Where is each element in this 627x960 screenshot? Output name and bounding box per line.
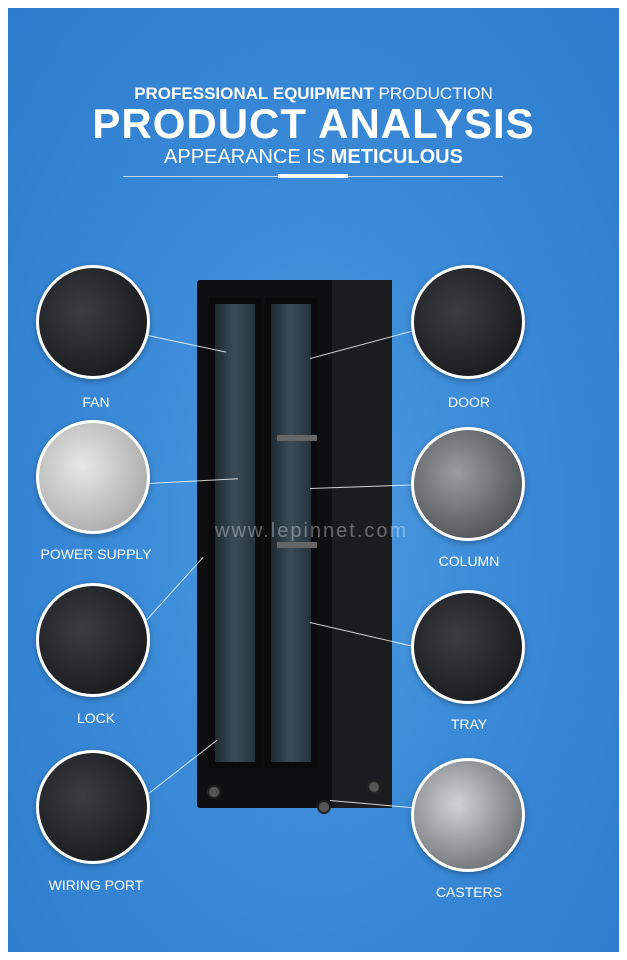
label-tray: TRAY bbox=[450, 716, 488, 732]
label-fan: FAN bbox=[82, 394, 110, 410]
cabinet-image bbox=[197, 280, 392, 814]
divider-accent bbox=[278, 174, 348, 178]
power-supply-detail-image bbox=[36, 420, 150, 534]
subtitle: PROFESSIONAL EQUIPMENT PRODUCTION bbox=[134, 84, 493, 103]
wiring-port-detail-image bbox=[36, 750, 150, 864]
watermark: www.lepinnet.com bbox=[215, 520, 409, 542]
door-detail-image bbox=[411, 265, 525, 379]
label-wiring-port: WIRING PORT bbox=[48, 877, 144, 893]
label-power-supply: POWER SUPPLY bbox=[40, 546, 152, 562]
page-title: PRODUCT ANALYSIS bbox=[92, 100, 535, 147]
tray-detail-image bbox=[411, 590, 525, 704]
label-casters: CASTERS bbox=[435, 884, 503, 900]
column-detail-image bbox=[411, 427, 525, 541]
lock-detail-image bbox=[36, 583, 150, 697]
fan-detail-image bbox=[36, 265, 150, 379]
tagline: APPEARANCE IS METICULOUS bbox=[164, 146, 463, 168]
label-door: DOOR bbox=[448, 394, 490, 410]
casters-detail-image bbox=[411, 758, 525, 872]
label-column: COLUMN bbox=[438, 553, 500, 569]
label-lock: LOCK bbox=[76, 710, 116, 726]
